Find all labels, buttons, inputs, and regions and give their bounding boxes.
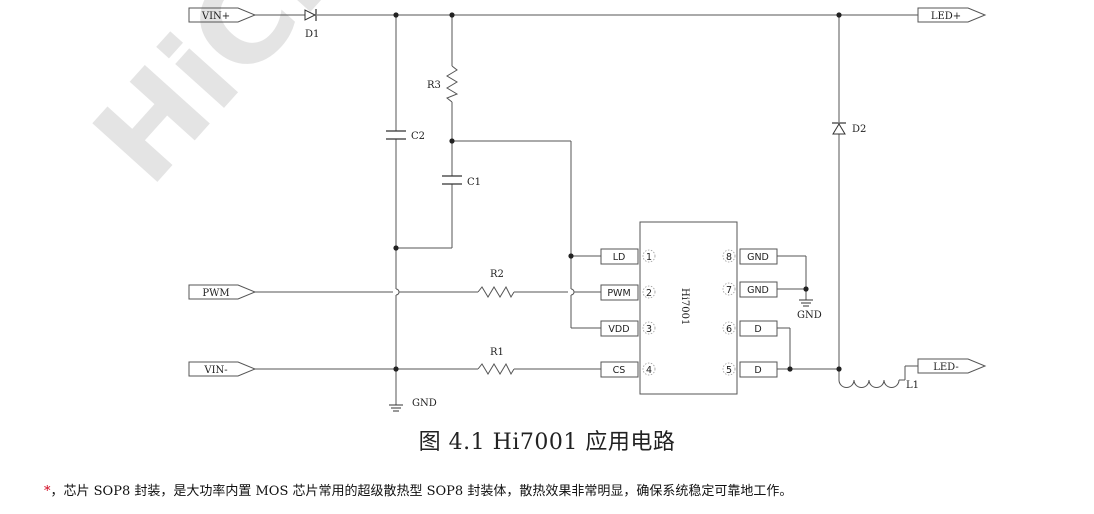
chip-pin-6: 6 D (722, 320, 778, 337)
chip-pin-6-num: 6 (726, 324, 732, 335)
chip-pin-2-num: 2 (646, 288, 652, 299)
chip-pin-5: 5 D (722, 361, 778, 378)
chip-pin-6-name: D (754, 324, 761, 335)
ground-symbol-left: GND (389, 398, 437, 412)
chip-pin-1-name: LD (613, 252, 626, 263)
port-pwm-label: PWM (202, 288, 229, 299)
diode-d2-label: D2 (852, 124, 866, 135)
note-asterisk: * (44, 484, 51, 499)
resistor-r3-label: R3 (427, 80, 441, 91)
port-led-minus: LED- (917, 358, 987, 374)
wires (255, 14, 918, 405)
chip-pin-7-name: GND (747, 285, 769, 296)
figure-caption: 图 4.1 Hi7001 应用电路 (418, 430, 676, 455)
ground-symbol-right: GND (797, 299, 822, 321)
port-led-plus-label: LED+ (931, 11, 961, 22)
port-vin-minus: VIN- (188, 361, 257, 377)
port-led-minus-label: LED- (933, 362, 959, 373)
chip-name: Hi7001 (679, 288, 690, 325)
chip-pin-3: VDD 3 (600, 320, 656, 337)
chip-pin-2-name: PWM (607, 288, 630, 299)
chip-hi7001: Hi7001 LD 1 PWM 2 VDD 3 CS 4 (600, 221, 778, 395)
resistor-r2-label: R2 (490, 269, 504, 280)
capacitor-c1-label: C1 (467, 177, 481, 188)
ground-label-right: GND (797, 310, 822, 321)
capacitor-c2-label: C2 (411, 131, 425, 142)
chip-pin-3-num: 3 (646, 324, 652, 335)
chip-pin-1-num: 1 (646, 252, 652, 263)
port-vin-minus-label: VIN- (203, 365, 227, 376)
port-vin-plus: VIN+ (188, 7, 257, 23)
chip-pin-7-num: 7 (726, 285, 732, 296)
inductor-l1: L1 (838, 379, 919, 391)
chip-pin-1: LD 1 (600, 248, 656, 265)
resistor-r2: R2 (477, 269, 515, 299)
chip-pin-5-name: D (754, 365, 761, 376)
diode-d2: D2 (832, 122, 866, 135)
chip-pin-8: 8 GND (722, 248, 778, 265)
chip-pin-4-name: CS (613, 365, 626, 376)
chip-pin-8-num: 8 (726, 252, 732, 263)
chip-pin-8-name: GND (747, 252, 769, 263)
chip-pin-2: PWM 2 (600, 284, 656, 301)
diode-d1-label: D1 (305, 29, 319, 40)
port-vin-plus-label: VIN+ (201, 11, 230, 22)
resistor-r3: R3 (427, 65, 459, 103)
capacitor-c2: C2 (386, 130, 425, 142)
chip-pin-4: CS 4 (600, 361, 656, 378)
note-paragraph: *，芯片 SOP8 封装，是大功率内置 MOS 芯片常用的超级散热型 SOP8 … (44, 480, 792, 499)
note-text: ，芯片 SOP8 封装，是大功率内置 MOS 芯片常用的超级散热型 SOP8 封… (50, 484, 793, 499)
inductor-l1-label: L1 (906, 380, 919, 391)
port-pwm: PWM (188, 284, 257, 300)
chip-pin-3-name: VDD (608, 324, 629, 335)
ground-label-left: GND (412, 398, 437, 409)
chip-pin-5-num: 5 (726, 365, 732, 376)
port-led-plus: LED+ (917, 7, 987, 23)
junctions (393, 12, 842, 372)
resistor-r1: R1 (477, 347, 515, 376)
capacitor-c1: C1 (442, 175, 481, 188)
chip-pin-7: 7 GND (722, 281, 778, 298)
diode-d1: D1 (304, 9, 319, 40)
resistor-r1-label: R1 (490, 347, 504, 358)
chip-pin-4-num: 4 (646, 365, 652, 376)
watermark: HiCh (68, 0, 382, 209)
